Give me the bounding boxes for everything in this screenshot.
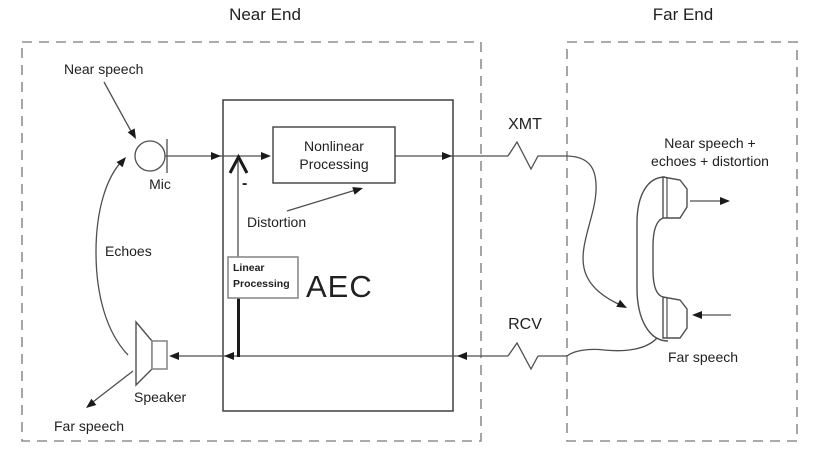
mic-icon bbox=[134, 140, 166, 172]
distortion-label: Distortion bbox=[247, 214, 307, 230]
echoes-curve bbox=[95, 159, 129, 356]
minus-sign: - bbox=[242, 175, 248, 192]
arrowhead-rcv-into-aec bbox=[457, 352, 467, 360]
nonlinear-processing-box bbox=[272, 126, 396, 184]
mic-label: Mic bbox=[149, 176, 171, 192]
near-speech-sum-label: Near speech + echoes + distortion bbox=[651, 135, 769, 169]
arrowhead-into-nlp bbox=[261, 152, 271, 160]
near-end-region-box bbox=[21, 41, 482, 442]
arrowhead-far-speech-in bbox=[692, 311, 702, 319]
arrowhead-into-speaker bbox=[169, 352, 179, 360]
xmt-curve-to-handset bbox=[567, 155, 624, 307]
speaker-horn-icon bbox=[135, 320, 153, 387]
linear-processing-label: Linear Processing bbox=[233, 262, 290, 290]
echoes-label: Echoes bbox=[105, 243, 152, 259]
linear-processing-box bbox=[227, 256, 299, 299]
arrowhead-into-handset bbox=[616, 299, 627, 308]
arrowhead-xmt-out bbox=[442, 152, 452, 160]
xmt-label: XMT bbox=[508, 116, 542, 133]
near-end-title: Near End bbox=[229, 5, 301, 24]
far-end-title: Far End bbox=[652, 5, 714, 24]
rcv-curve-from-handset bbox=[566, 337, 658, 357]
far-end-region-box bbox=[566, 41, 798, 442]
rcv-zigzag-icon bbox=[507, 341, 539, 371]
xmt-zigzag-icon bbox=[507, 140, 568, 171]
near-speech-label: Near speech bbox=[64, 61, 144, 77]
arrowhead-rcv-out-aec bbox=[224, 352, 234, 360]
aec-box bbox=[222, 99, 454, 412]
arrowhead-echoes bbox=[116, 157, 126, 168]
arrowhead-handset-out bbox=[720, 197, 730, 205]
speaker-label: Speaker bbox=[134, 389, 187, 405]
arrowhead-far-speech-left bbox=[86, 398, 97, 409]
arrowhead-into-aec bbox=[211, 152, 221, 160]
far-speech-arrow-line bbox=[88, 370, 134, 406]
rcv-label: RCV bbox=[508, 316, 542, 333]
near-speech-arrow-line bbox=[103, 81, 133, 134]
far-speech-right-label: Far speech bbox=[668, 349, 739, 365]
far-speech-left-label: Far speech bbox=[54, 418, 125, 434]
handset-icon bbox=[636, 176, 688, 342]
arrowhead-near-speech bbox=[127, 128, 136, 139]
arrowhead-distortion bbox=[352, 187, 363, 195]
speaker-driver-icon bbox=[151, 340, 168, 370]
nonlinear-processing-label: Nonlinear Processing bbox=[299, 137, 369, 172]
subtract-chevron-icon bbox=[228, 153, 249, 174]
aec-label: AEC bbox=[306, 269, 373, 304]
distortion-arrow-line bbox=[286, 188, 360, 212]
